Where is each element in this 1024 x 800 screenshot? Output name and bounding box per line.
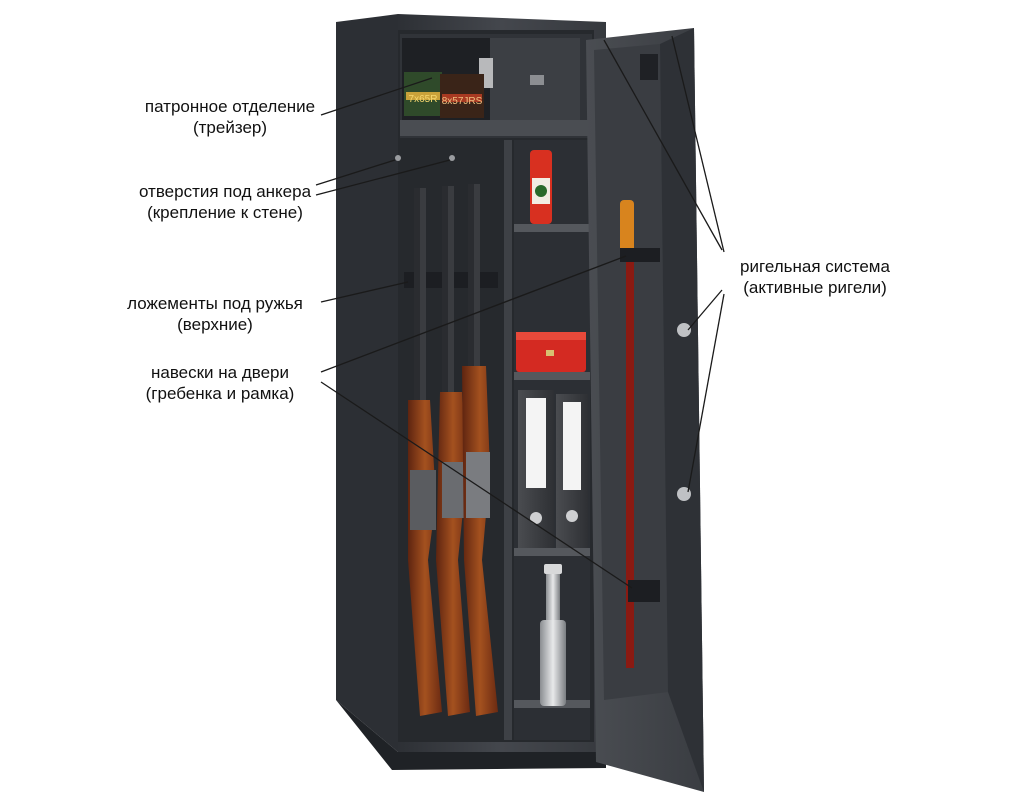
leader-gun-rests bbox=[320, 281, 409, 303]
ammo-box-2-label: 8x57JRS bbox=[442, 96, 483, 107]
door-rod bbox=[620, 200, 660, 668]
divider bbox=[504, 140, 512, 740]
label-gun-rests: ложементы под ружья (верхние) bbox=[85, 293, 345, 335]
ammo-box-1: 7x65R bbox=[404, 72, 442, 116]
flashlight bbox=[540, 564, 566, 706]
leader-bolt-2 bbox=[671, 35, 725, 253]
label-cartridge-compartment: патронное отделение (трейзер) bbox=[100, 96, 360, 138]
label-door-hangers-line2: (гребенка и рамка) bbox=[145, 384, 295, 403]
cash-box bbox=[516, 332, 586, 372]
rifle-2 bbox=[436, 186, 470, 716]
leader-bolt-4 bbox=[687, 293, 725, 493]
label-door-hangers-line1: навески на двери bbox=[150, 363, 290, 382]
leader-cartridge bbox=[320, 77, 433, 116]
label-anchor-line2: (крепление к стене) bbox=[147, 203, 303, 222]
label-gun-rests-line1: ложементы под ружья bbox=[127, 294, 303, 313]
label-anchor-line1: отверстия под анкера bbox=[138, 182, 312, 201]
leader-anchor-2 bbox=[315, 159, 451, 196]
leader-door-frame bbox=[320, 381, 633, 589]
label-cartridge-line1: патронное отделение bbox=[144, 97, 316, 116]
leader-anchor-1 bbox=[315, 159, 396, 186]
label-bolt-system-line2: (активные ригели) bbox=[743, 278, 887, 297]
rifles bbox=[408, 184, 498, 716]
safe-door bbox=[586, 28, 704, 792]
leader-door-comb bbox=[320, 255, 627, 373]
rifle-3 bbox=[462, 184, 498, 716]
binders bbox=[518, 390, 588, 548]
label-bolt-system-line1: ригельная система bbox=[740, 257, 890, 276]
leader-bolt-1 bbox=[603, 39, 723, 251]
leader-bolt-3 bbox=[687, 289, 723, 331]
label-cartridge-line2: (трейзер) bbox=[192, 118, 268, 137]
label-bolt-system: ригельная система (активные ригели) bbox=[715, 256, 915, 298]
rifle-1 bbox=[408, 188, 442, 716]
label-anchor-holes: отверстия под анкера (крепление к стене) bbox=[95, 181, 355, 223]
bolt-upper bbox=[677, 323, 691, 337]
ammo-box-2: 8x57JRS bbox=[440, 74, 484, 118]
cartridge-compartment: 7x65R 8x57JRS bbox=[400, 34, 592, 138]
bolt-lower bbox=[677, 487, 691, 501]
leader-lines bbox=[315, 35, 725, 589]
label-door-hangers: навески на двери (гребенка и рамка) bbox=[100, 362, 340, 404]
ammo-box-1-label: 7x65R bbox=[409, 94, 438, 105]
oil-can bbox=[530, 150, 552, 224]
anchor-holes bbox=[395, 155, 455, 161]
label-gun-rests-line2: (верхние) bbox=[177, 315, 253, 334]
